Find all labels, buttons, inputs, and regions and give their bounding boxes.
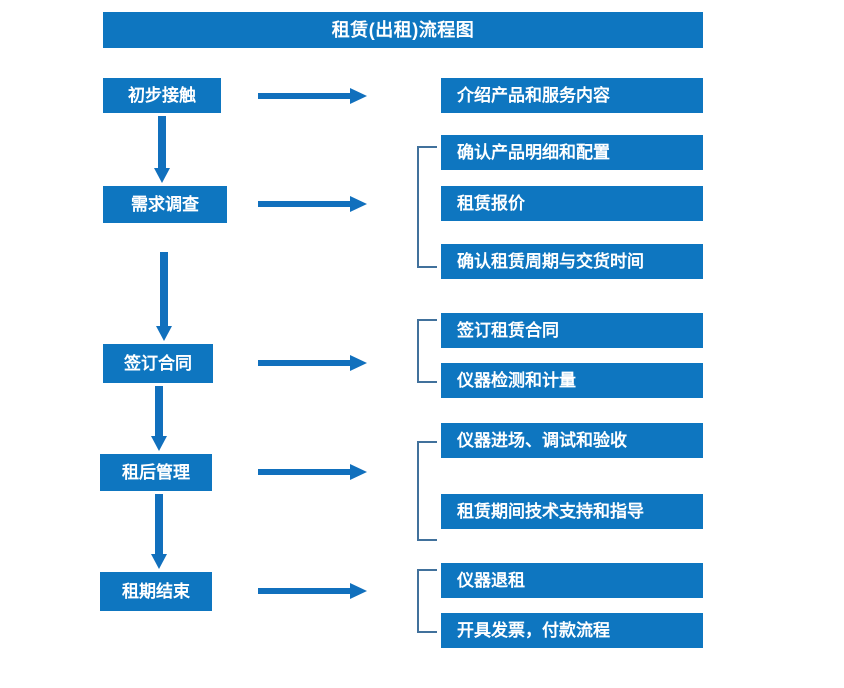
detail-box-5-2-label: 开具发票，付款流程 <box>457 621 610 640</box>
detail-box-1-1-label: 介绍产品和服务内容 <box>457 86 610 105</box>
stage-box-3-label: 签订合同 <box>124 354 192 373</box>
stage-box-3[interactable]: 签订合同 <box>103 344 213 383</box>
stage-box-1-label: 初步接触 <box>128 86 196 105</box>
down-arrow-4 <box>151 494 167 569</box>
stage-box-2-label: 需求调查 <box>131 195 199 214</box>
detail-box-4-2[interactable]: 租赁期间技术支持和指导 <box>441 494 703 529</box>
detail-box-3-2[interactable]: 仪器检测和计量 <box>441 363 703 398</box>
detail-box-5-2[interactable]: 开具发票，付款流程 <box>441 613 703 648</box>
diagram-title-bar: 租赁(出租)流程图 <box>103 12 703 48</box>
detail-box-4-2-label: 租赁期间技术支持和指导 <box>457 502 644 521</box>
detail-box-2-3[interactable]: 确认租赁周期与交货时间 <box>441 244 703 279</box>
down-arrow-3 <box>151 386 167 451</box>
stage-box-4[interactable]: 租后管理 <box>100 454 212 491</box>
right-arrow-3 <box>258 355 367 371</box>
detail-box-2-2-label: 租赁报价 <box>457 194 525 213</box>
group-bracket-2 <box>417 146 437 268</box>
detail-box-2-3-label: 确认租赁周期与交货时间 <box>457 252 644 271</box>
right-arrow-5 <box>258 583 367 599</box>
stage-box-4-label: 租后管理 <box>122 463 190 482</box>
detail-box-2-1[interactable]: 确认产品明细和配置 <box>441 135 703 170</box>
page-title: 租赁(出租)流程图 <box>331 20 475 40</box>
stage-box-5[interactable]: 租期结束 <box>100 572 212 611</box>
stage-box-2[interactable]: 需求调查 <box>103 186 227 223</box>
detail-box-2-1-label: 确认产品明细和配置 <box>457 143 610 162</box>
detail-box-3-2-label: 仪器检测和计量 <box>457 371 576 390</box>
detail-box-3-1[interactable]: 签订租赁合同 <box>441 313 703 348</box>
stage-box-1[interactable]: 初步接触 <box>103 78 221 113</box>
down-arrow-1 <box>154 116 170 183</box>
group-bracket-3 <box>417 319 437 383</box>
detail-box-5-1[interactable]: 仪器退租 <box>441 563 703 598</box>
detail-box-2-2[interactable]: 租赁报价 <box>441 186 703 221</box>
right-arrow-4 <box>258 464 367 480</box>
down-arrow-2 <box>156 252 172 341</box>
detail-box-1-1[interactable]: 介绍产品和服务内容 <box>441 78 703 113</box>
right-arrow-2 <box>258 196 367 212</box>
detail-box-4-1-label: 仪器进场、调试和验收 <box>457 431 627 450</box>
stage-box-5-label: 租期结束 <box>122 582 190 601</box>
right-arrow-1 <box>258 88 367 104</box>
detail-box-4-1[interactable]: 仪器进场、调试和验收 <box>441 423 703 458</box>
detail-box-3-1-label: 签订租赁合同 <box>457 321 559 340</box>
group-bracket-4 <box>417 441 437 541</box>
detail-box-5-1-label: 仪器退租 <box>457 571 525 590</box>
group-bracket-5 <box>417 569 437 633</box>
